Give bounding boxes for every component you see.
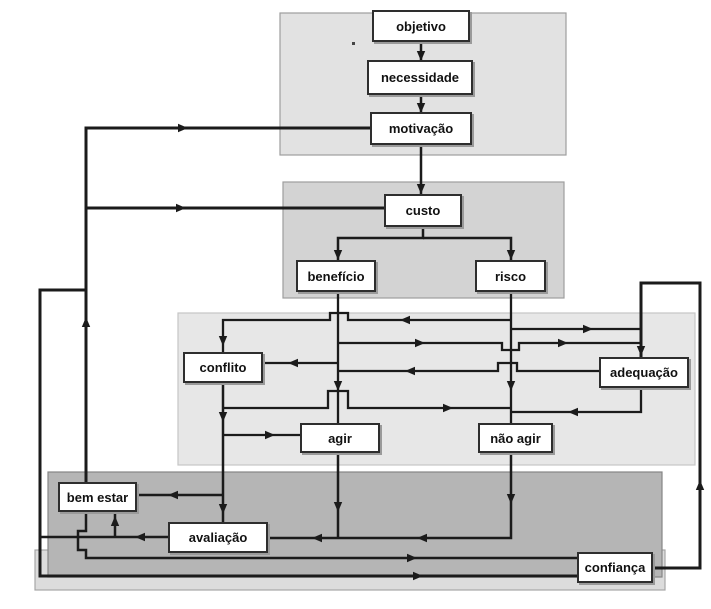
arrowhead-left — [135, 532, 145, 542]
node-beneficio: benefício — [296, 260, 376, 292]
node-necessidade-label: necessidade — [380, 70, 460, 85]
node-conflito-label: conflito — [199, 360, 247, 375]
arrowhead-left — [400, 315, 410, 325]
arrowhead-right — [415, 338, 425, 348]
arrowhead-down — [506, 381, 516, 391]
connector-line — [511, 388, 643, 414]
arrowhead-left — [312, 533, 322, 543]
node-avaliacao-label: avaliação — [188, 530, 248, 545]
node-avaliacao: avaliação — [168, 522, 268, 553]
arrowhead-right — [583, 324, 593, 334]
arrowhead-up — [695, 480, 705, 490]
arrowhead-down — [333, 381, 343, 391]
node-confianca: confiança — [577, 552, 653, 583]
node-adequacao-label: adequação — [610, 365, 678, 380]
arrowhead-down — [218, 336, 228, 346]
arrowhead-right — [265, 430, 275, 440]
node-risco-label: risco — [494, 268, 527, 284]
stray-dot — [352, 42, 355, 45]
node-nao-agir-label: não agir — [490, 430, 541, 446]
node-agir: agir — [300, 423, 380, 453]
arrowhead-down — [333, 250, 343, 260]
arrowhead-up — [81, 317, 91, 327]
arrowhead-down — [506, 250, 516, 260]
connector-line — [76, 512, 577, 560]
arrowhead-down — [218, 412, 228, 422]
arrowhead-right — [558, 338, 568, 348]
arrowhead-right — [178, 123, 188, 133]
node-necessidade: necessidade — [367, 60, 473, 95]
connector-line — [338, 341, 641, 352]
node-beneficio-label: benefício — [307, 268, 365, 284]
arrowhead-down — [416, 51, 426, 61]
node-nao-agir: não agir — [478, 423, 553, 453]
connector-line — [84, 126, 370, 482]
node-risco: risco — [475, 260, 546, 292]
region-decision — [177, 312, 696, 466]
node-custo-label: custo — [405, 203, 441, 218]
connector-line — [221, 311, 511, 352]
node-adequacao: adequação — [599, 357, 689, 388]
arrowhead-right — [413, 571, 423, 581]
node-motivacao: motivação — [370, 112, 472, 145]
arrowhead-left — [417, 533, 427, 543]
node-bem-estar-label: bem estar — [66, 489, 129, 505]
node-confianca-label: confiança — [584, 560, 646, 575]
arrowhead-right — [407, 553, 417, 563]
node-motivacao-label: motivação — [388, 121, 454, 136]
arrowhead-down — [416, 103, 426, 113]
arrowhead-right — [176, 203, 186, 213]
arrowhead-left — [288, 358, 298, 368]
connector-line — [338, 361, 599, 373]
connector-line — [38, 288, 577, 578]
arrowhead-down — [416, 184, 426, 194]
connector-line — [336, 227, 425, 260]
arrowhead-down — [506, 494, 516, 504]
arrowhead-left — [568, 407, 578, 417]
connector-line — [268, 453, 513, 540]
node-objetivo: objetivo — [372, 10, 470, 42]
arrowhead-down — [636, 346, 646, 356]
node-conflito: conflito — [183, 352, 263, 383]
node-bem-estar: bem estar — [58, 482, 137, 512]
arrowhead-left — [168, 490, 178, 500]
arrowhead-right — [443, 403, 453, 413]
arrowhead-down — [218, 504, 228, 514]
arrowhead-left — [405, 366, 415, 376]
region-outcome — [47, 471, 663, 578]
node-agir-label: agir — [328, 430, 352, 446]
arrowhead-up — [110, 516, 120, 526]
connector-line — [639, 281, 702, 570]
arrowhead-down — [333, 502, 343, 512]
node-objetivo-label: objetivo — [396, 18, 446, 34]
node-custo: custo — [384, 194, 462, 227]
